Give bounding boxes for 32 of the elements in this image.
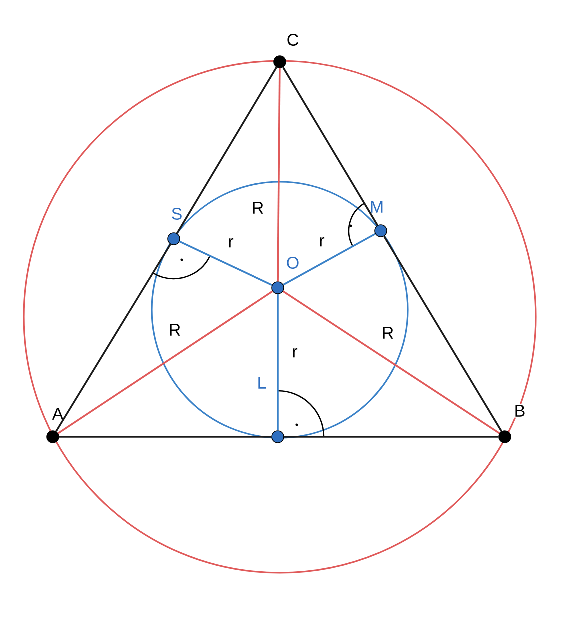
segment: [282, 67, 378, 226]
segment: [384, 236, 502, 432]
point: L: [256, 376, 284, 444]
node-label: C: [288, 34, 298, 46]
segment: [282, 290, 500, 434]
node-label: M: [371, 201, 383, 213]
segment: [277, 294, 279, 431]
point: O: [272, 256, 301, 294]
node-label: A: [52, 408, 64, 420]
point: M: [368, 200, 388, 238]
point: B: [498, 404, 527, 444]
edge-label: r: [320, 237, 325, 247]
edge-label: R: [253, 202, 264, 214]
segment: [283, 233, 376, 286]
segment: [284, 436, 499, 438]
edge-label: R: [383, 327, 394, 339]
point: C: [274, 33, 300, 68]
segment: [277, 68, 281, 282]
segment: [58, 290, 274, 434]
segment: [56, 244, 172, 432]
edge-label: r: [229, 238, 234, 248]
node-label: S: [172, 208, 182, 220]
point: A: [46, 407, 65, 444]
node-label: L: [258, 377, 266, 389]
segment: [176, 67, 278, 234]
segment: [59, 436, 272, 438]
node-label: O: [287, 256, 299, 270]
edge-label: R: [170, 324, 180, 336]
segment: [179, 240, 273, 286]
edge-label: r: [293, 348, 298, 358]
node-label: B: [516, 405, 525, 417]
point: S: [168, 207, 184, 246]
